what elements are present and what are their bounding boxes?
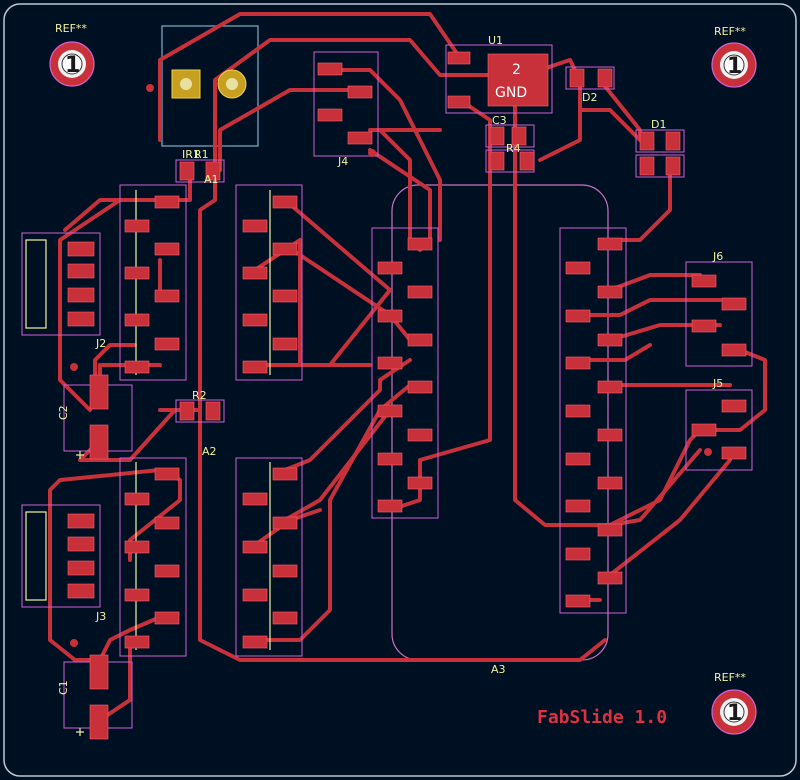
- j3-designator: J3: [95, 610, 106, 623]
- d1-designator: D1: [651, 118, 666, 131]
- board-title: FabSlide 1.0: [537, 707, 667, 728]
- a2-designator: A2: [202, 445, 217, 458]
- j5-designator: J5: [712, 377, 723, 390]
- ir1-designator: IR1: [182, 148, 200, 161]
- connector-bodies: [25, 190, 271, 650]
- u1-net-label: GND: [495, 85, 527, 101]
- j6-designator: J6: [712, 250, 723, 263]
- r4-designator: R4: [506, 142, 521, 155]
- u1-designator: U1: [488, 34, 503, 47]
- c3-designator: C3: [492, 114, 507, 127]
- mounting-hole-1-number: 1: [65, 53, 80, 78]
- a1-designator: A1: [204, 173, 219, 186]
- j2-designator: J2: [95, 337, 106, 350]
- mounting-hole-1: [49, 41, 95, 87]
- board-outline: [3, 3, 797, 777]
- mounting-hole-2-ref: REF**: [714, 25, 746, 38]
- mounting-hole-2: [711, 42, 757, 88]
- mounting-hole-3-number: 1: [727, 701, 742, 726]
- mounting-hole-1-ref: REF**: [55, 22, 87, 35]
- ir-sensor-pads: [171, 69, 247, 99]
- a3-designator: A3: [491, 663, 506, 676]
- vias: [70, 84, 712, 647]
- u1-pin-label: 2: [512, 62, 521, 78]
- mounting-hole-3-ref: REF**: [714, 671, 746, 684]
- smd-pads: [67, 51, 747, 740]
- j4-designator: J4: [337, 155, 348, 168]
- component-outlines: [21, 44, 753, 729]
- copper-traces: [48, 12, 767, 722]
- c1-designator: C1: [57, 680, 70, 695]
- polarity-marks: [76, 451, 84, 736]
- mounting-hole-2-number: 1: [727, 54, 742, 79]
- a3-module-outline: [391, 184, 609, 661]
- c2-designator: C2: [57, 405, 70, 420]
- r1-designator: R1: [194, 148, 209, 161]
- r2-designator: R2: [192, 389, 207, 402]
- d2-designator: D2: [582, 91, 597, 104]
- mounting-hole-3: [711, 689, 757, 735]
